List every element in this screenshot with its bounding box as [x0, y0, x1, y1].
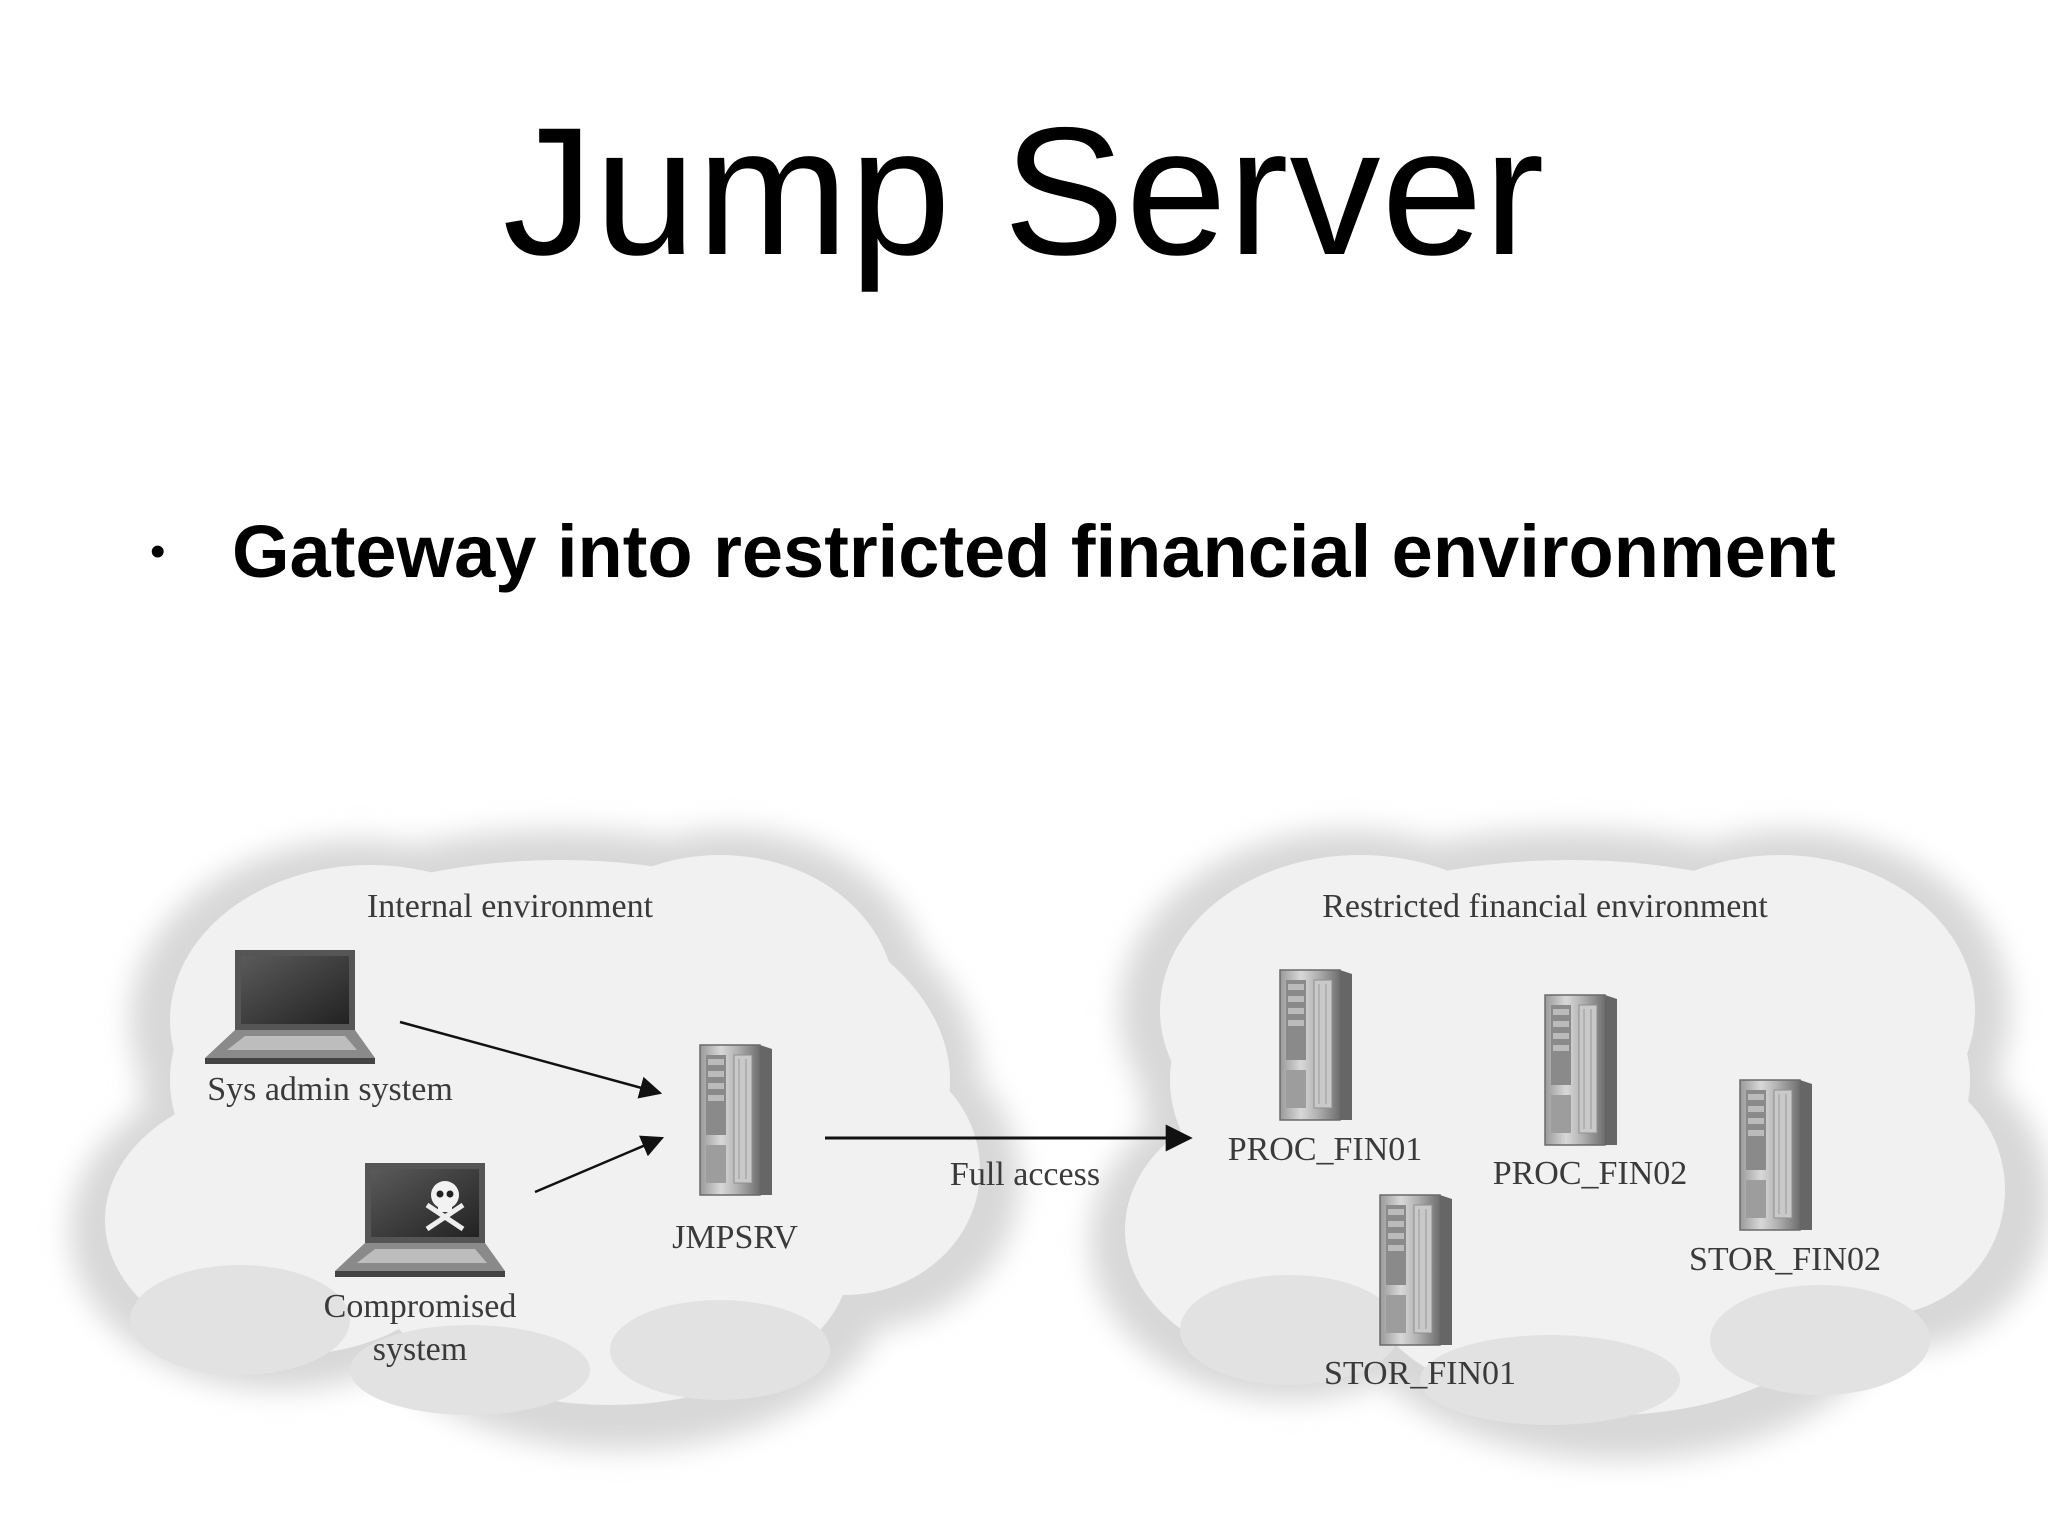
bullet-text: Gateway into restricted financial enviro…	[232, 510, 1836, 593]
proc-fin01-server-icon	[1279, 969, 1353, 1121]
proc-fin02-label: PROC_FIN02	[1493, 1155, 1688, 1192]
compromised-to-jumpserver-arrow	[534, 1135, 665, 1194]
jumpserver-server-icon	[699, 1044, 773, 1196]
internal-environment-label: Internal environment	[367, 888, 654, 925]
full-access-label: Full access	[950, 1156, 1100, 1193]
bullet-item: • Gateway into restricted financial envi…	[150, 515, 1836, 589]
skull-crossbones-icon	[425, 1181, 465, 1232]
restricted-environment-label: Restricted financial environment	[1322, 888, 1768, 925]
sysadmin-to-jumpserver-arrow	[399, 1020, 663, 1099]
slide-title: Jump Server	[502, 89, 1546, 293]
stor-fin02-server-icon	[1739, 1079, 1813, 1231]
stor-fin01-label: STOR_FIN01	[1324, 1355, 1516, 1392]
jumpserver-label: JMPSRV	[672, 1219, 798, 1256]
proc-fin02-server-icon	[1544, 994, 1618, 1146]
compromised-system-label-line2: system	[373, 1331, 467, 1368]
stor-fin02-label: STOR_FIN02	[1689, 1241, 1881, 1278]
stor-fin01-server-icon	[1379, 1194, 1453, 1346]
jump-server-diagram: Internal environment Restricted financia…	[70, 830, 2048, 1460]
proc-fin01-label: PROC_FIN01	[1228, 1131, 1423, 1168]
compromised-system-label-line1: Compromised	[324, 1288, 517, 1325]
bullet-dot: •	[150, 527, 166, 576]
sysadmin-system-label: Sys admin system	[207, 1071, 453, 1108]
